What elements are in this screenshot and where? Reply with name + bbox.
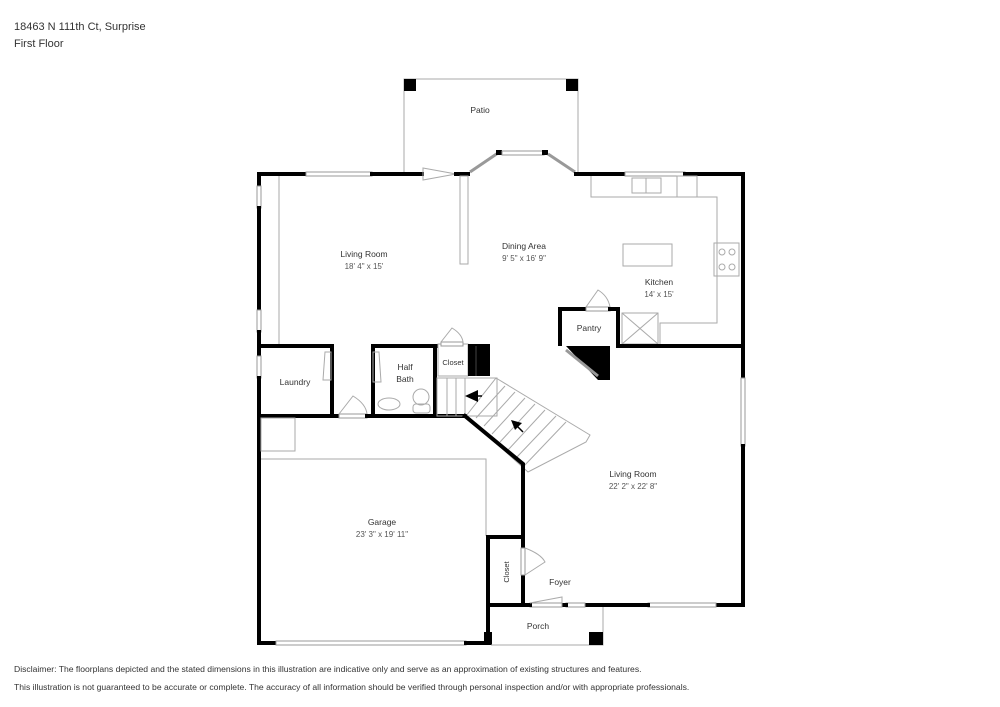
floor-label: First Floor [14, 38, 64, 50]
disclaimer-line-1: Disclaimer: The floorplans depicted and … [14, 664, 642, 674]
garage-door [275, 640, 467, 646]
room-dims-garage: 23' 3" x 19' 11" [356, 530, 408, 539]
room-dims-living-room: 18' 4" x 15' [345, 262, 384, 271]
toilet-icon [412, 388, 430, 406]
room-label-half-bath-1: Half [397, 362, 413, 372]
room-label-kitchen: Kitchen [645, 277, 674, 287]
room-label-pantry: Pantry [577, 323, 602, 333]
window [256, 185, 262, 209]
property-address: 18463 N 111th Ct, Surprise [14, 21, 146, 33]
room-label-patio: Patio [470, 105, 490, 115]
room-label-closet-2: Closet [502, 560, 511, 582]
closet-door [520, 547, 526, 576]
garage: Garage 23' 3" x 19' 11" [260, 417, 487, 539]
window [305, 171, 373, 177]
patio-post [566, 79, 578, 91]
room-label-laundry: Laundry [280, 377, 311, 387]
room-dims-living-room-2: 22' 2" x 22' 8" [609, 482, 657, 491]
room-label-living-room: Living Room [340, 249, 387, 259]
laundry-door [338, 413, 368, 419]
room-label-closet: Closet [442, 358, 464, 367]
front-door [529, 602, 563, 608]
pantry: Pantry [558, 289, 620, 380]
closet-door [440, 341, 464, 347]
room-dims-dining-area: 9' 5" x 16' 9" [502, 254, 546, 263]
window [647, 602, 717, 608]
patio: Patio [403, 78, 579, 172]
foyer-area: Closet Foyer [486, 535, 571, 645]
porch: Porch [491, 607, 604, 646]
service-rooms: Laundry Half Bath Closet [257, 327, 490, 419]
room-label-living-room-2: Living Room [609, 469, 656, 479]
arrow-icon [465, 390, 478, 402]
dishwasher-icon [676, 175, 698, 198]
kitchen-island [622, 243, 673, 267]
room-label-porch: Porch [527, 621, 549, 631]
room-label-half-bath-2: Bath [396, 374, 414, 384]
sliding-door [422, 167, 457, 181]
room-label-garage: Garage [368, 517, 397, 527]
stove-icon [713, 242, 740, 277]
kitchen: Kitchen 14' x 15' [590, 175, 740, 345]
disclaimer-line-2: This illustration is not guaranteed to b… [14, 682, 690, 692]
window [740, 377, 746, 447]
exterior-walls [256, 150, 746, 646]
window [624, 171, 686, 177]
room-label-dining-area: Dining Area [502, 241, 546, 251]
arrow-icon [511, 420, 522, 430]
patio-post [404, 79, 416, 91]
room-dims-kitchen: 14' x 15' [644, 290, 674, 299]
sink-icon [377, 397, 401, 411]
pantry-door [585, 306, 611, 312]
bay-window [501, 150, 545, 156]
staircase [436, 377, 591, 605]
room-label-foyer: Foyer [549, 577, 571, 587]
half-wall [459, 175, 469, 265]
